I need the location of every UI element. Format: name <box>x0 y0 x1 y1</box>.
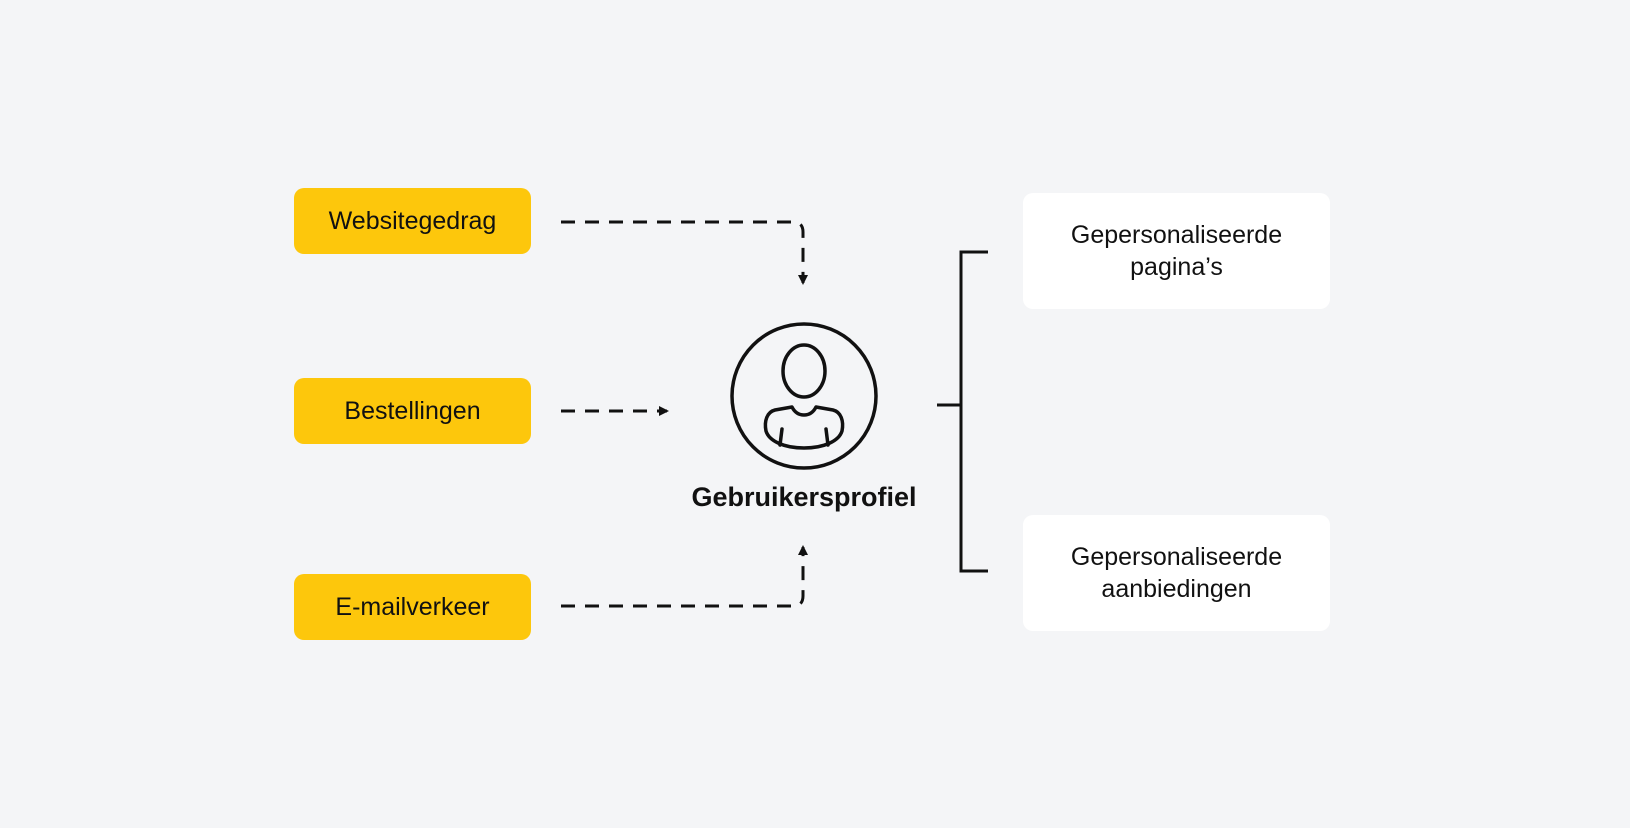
profile-label: Gebruikersprofiel <box>691 482 917 512</box>
output-box-aanbiedingen: Gepersonaliseerde aanbiedingen <box>1023 515 1330 631</box>
arrow-websitegedrag-to-profile <box>561 220 808 285</box>
output-box-paginas: Gepersonaliseerde pagina’s <box>1023 193 1330 309</box>
source-label-bestellingen: Bestellingen <box>344 396 481 425</box>
source-label-websitegedrag: Websitegedrag <box>328 206 497 235</box>
output-bracket <box>937 250 988 573</box>
output-label-paginas: Gepersonaliseerde pagina’s <box>1070 221 1283 281</box>
arrow-emailverkeer-to-profile <box>561 545 808 608</box>
source-box-bestellingen: Bestellingen <box>294 378 531 444</box>
source-box-websitegedrag: Websitegedrag <box>294 188 531 254</box>
source-box-emailverkeer: E-mailverkeer <box>294 574 531 640</box>
source-label-emailverkeer: E-mailverkeer <box>335 592 490 621</box>
user-profile-icon <box>730 322 878 470</box>
output-label-aanbiedingen: Gepersonaliseerde aanbiedingen <box>1070 543 1283 603</box>
